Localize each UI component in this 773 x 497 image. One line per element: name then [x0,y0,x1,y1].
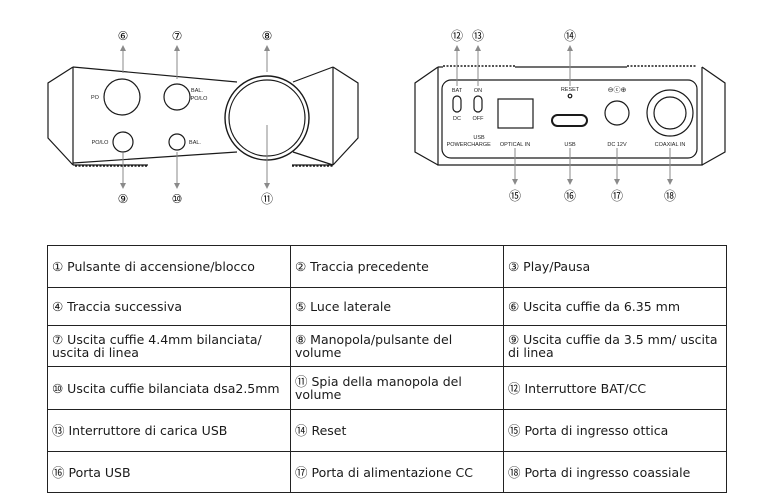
rear-left-endcap [414,66,439,166]
table-cell: ⑦ Uscita cuffie 4.4mm bilanciata/ uscita… [47,325,291,367]
rear-right-endcap [701,66,726,166]
label-power: POWER [447,142,468,148]
table-row: ⑬ Interruttore di carica USB ⑭ Reset ⑮ P… [47,409,727,452]
label-reset: RESET [561,87,580,93]
table-cell: ⑤ Luce laterale [290,287,504,326]
label-po: PO [91,95,100,101]
callout-13: ⑬ [472,29,484,43]
label-bal-po-lo-1: BAL. [191,88,203,94]
front-left-endcap [47,66,74,166]
table-row: ⑦ Uscita cuffie 4.4mm bilanciata/ uscita… [47,325,727,367]
callout-10: ⑩ [172,192,183,206]
label-dc-12v: DC 12V [607,142,627,148]
table-cell: ⑨ Uscita cuffie da 3.5 mm/ uscita di lin… [503,325,727,367]
table-cell: ⑪ Spia della manopola del volume [290,366,504,410]
front-arrows [120,45,270,189]
table-cell: ⑭ Reset [290,409,504,452]
label-coaxial-in: COAXIAL IN [655,142,686,148]
table-cell: ① Pulsante di accensione/blocco [47,245,291,288]
table-cell: ⑬ Interruttore di carica USB [47,409,291,452]
callout-7: ⑦ [172,29,183,43]
table-cell: ⑰ Porta di alimentazione CC [290,451,504,493]
label-bal-po-lo-2: PO/LO [191,96,209,102]
table-cell: ② Traccia precedente [290,245,504,288]
label-dc: DC [453,116,461,122]
usb-c-port [551,114,588,127]
label-off: OFF [473,116,485,122]
optical-in-port [497,98,534,129]
callout-14: ⑭ [564,29,576,43]
callout-16: ⑯ [564,189,576,203]
table-cell: ⑯ Porta USB [47,451,291,493]
label-usb: USB [564,142,576,148]
table-cell: ⑮ Porta di ingresso ottica [503,409,727,452]
table-row: ④ Traccia successiva ⑤ Luce laterale ⑥ U… [47,287,727,326]
label-on: ON [474,88,482,94]
jack-2-5mm-balanced [168,133,186,151]
callout-15: ⑮ [509,189,521,203]
front-right-endcap [332,66,359,166]
front-body-outline [72,66,334,166]
dc-12v-jack [604,100,630,126]
coaxial-in-inner [653,96,687,130]
jack-4-4mm-balanced [163,83,191,111]
callout-12: ⑫ [451,29,463,43]
jack-6-35mm [103,78,141,116]
label-bal: BAL. [189,140,201,146]
front-panel [47,66,359,167]
table-row: ⑩ Uscita cuffie bilanciata dsa2.5mm ⑪ Sp… [47,366,727,410]
legend-table: ① Pulsante di accensione/blocco ② Tracci… [47,245,727,493]
jack-3-5mm [112,131,134,153]
reset-pinhole [567,93,573,99]
label-po-lo: PO/LO [92,140,110,146]
label-usb-charge-2: CHARGE [467,142,491,148]
callout-8: ⑧ [262,29,273,43]
label-bat: BAT [452,88,463,94]
table-cell: ⑱ Porta di ingresso coassiale [503,451,727,493]
table-cell: ⑧ Manopola/pulsante del volume [290,325,504,367]
table-row: ⑯ Porta USB ⑰ Porta di alimentazione CC … [47,451,727,493]
bat-dc-switch [452,95,462,113]
table-cell: ⑩ Uscita cuffie bilanciata dsa2.5mm [47,366,291,410]
table-cell: ⑫ Interruttore BAT/CC [503,366,727,410]
polarity-icon: ⊖ⓒ⊕ [608,86,627,94]
callout-17: ⑰ [611,189,623,203]
callout-9: ⑨ [118,192,129,206]
callout-6: ⑥ [118,29,129,43]
table-row: ① Pulsante di accensione/blocco ② Tracci… [47,245,727,288]
device-diagram: PO BAL. PO/LO PO/LO BAL. ⑥ ⑦ ⑧ ⑨ ⑩ ⑪ BAT… [47,29,726,206]
callout-18: ⑱ [664,189,676,203]
table-cell: ③ Play/Pausa [503,245,727,288]
table-cell: ④ Traccia successiva [47,287,291,326]
usb-charge-switch [473,95,483,113]
table-cell: ⑥ Uscita cuffie da 6.35 mm [503,287,727,326]
coaxial-in-outer [646,89,694,137]
callout-11: ⑪ [261,192,273,206]
label-optical-in: OPTICAL IN [500,142,530,148]
label-usb-charge-1: USB [473,135,485,141]
rear-arrows [454,45,673,185]
